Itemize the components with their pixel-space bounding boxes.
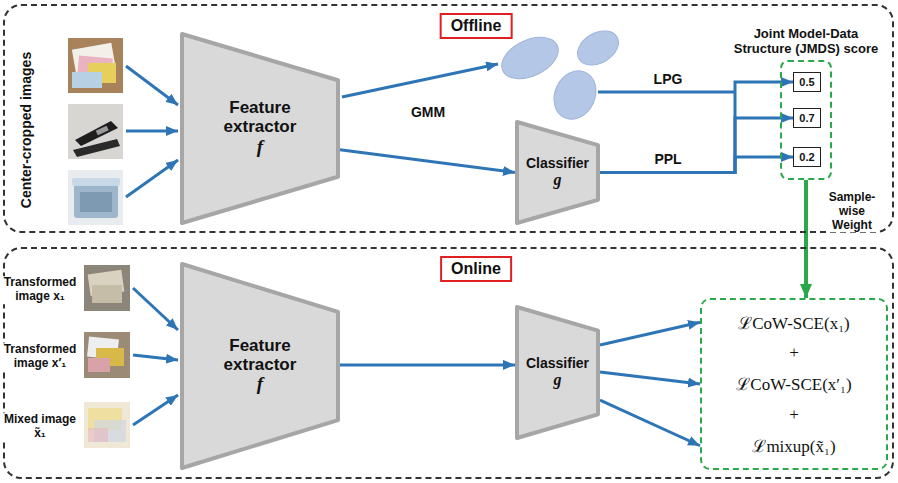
offline-panel: OfflineFeature extractorfClassifiergJoin… (3, 4, 894, 233)
image-label: Transformed image x₁ (0, 276, 80, 304)
photo-transformed (84, 332, 130, 378)
connector-arrow (600, 157, 793, 173)
score-value: 0.5 (799, 76, 814, 88)
panel-tag: Online (440, 256, 512, 282)
online-panel: OnlineFeature extractorfClassifiergℒCoW-… (3, 247, 894, 479)
connector-arrow (600, 400, 700, 446)
block-caption: Feature extractorf (180, 32, 340, 225)
edge-label: PPL (652, 151, 683, 167)
photo-stapler (68, 104, 123, 159)
block-title: Feature extractor (204, 337, 316, 374)
block-title: Classifier (526, 356, 589, 371)
trapezoid-outline (182, 264, 338, 468)
input-arrow (133, 395, 178, 425)
photo-mixed (84, 402, 130, 448)
block-title: Classifier (526, 156, 589, 171)
panel-title: Offline (451, 17, 502, 35)
block-symbol: g (554, 171, 562, 189)
loss-box: ℒCoW-SCE(x₁) + ℒCoW-SCE(x′₁) + ℒmixup(x̃₁) (700, 298, 888, 470)
feature-extractor: Feature extractorf (180, 32, 340, 225)
lpg-line (598, 91, 736, 94)
block-symbol: f (257, 137, 263, 158)
score-value: 0.2 (799, 151, 814, 163)
loss-term: ℒCoW-SCE(x′₁) (736, 372, 851, 395)
input-arrow (126, 66, 178, 105)
photo-cards (68, 38, 123, 93)
connector-arrow (804, 180, 808, 298)
block-symbol: g (554, 371, 562, 389)
score-heading-box: Joint Model-Data Structure (JMDS) score (724, 27, 889, 57)
score-value: 0.7 (799, 112, 814, 124)
image-label: Mixed image x̃₁ (0, 413, 80, 441)
jmds-score-box: Joint Model-Data Structure (JMDS) score0… (780, 60, 832, 180)
input-arrow (126, 160, 178, 197)
connector-arrow (600, 118, 793, 173)
photo-box (68, 170, 123, 225)
input-arrow (126, 130, 178, 133)
connector-arrow (340, 363, 515, 366)
connector-arrow (340, 150, 515, 173)
side-label: Center-cropped images (18, 50, 34, 210)
connector-arrow (600, 82, 793, 173)
photo-transformed (84, 265, 130, 311)
block-caption: Classifierg (515, 305, 600, 440)
loss-term: + (789, 343, 799, 363)
connector-arrow (600, 372, 700, 384)
arrow-label: GMM (409, 104, 447, 120)
panel-tag: Offline (440, 13, 513, 39)
connector-arrow (600, 322, 700, 345)
block-caption: Feature extractorf (180, 262, 340, 470)
input-arrow (133, 288, 178, 330)
edge-label: Sample-wise Weight (827, 191, 878, 232)
gmm-arrow (342, 64, 498, 97)
image-label: Transformed image x′₁ (0, 343, 80, 371)
block-caption: Classifierg (515, 120, 600, 225)
score-cell: 0.7 (793, 108, 821, 128)
score-cell: 0.2 (793, 147, 821, 167)
block-title: Feature extractor (204, 99, 316, 136)
trapezoid-outline (182, 34, 338, 223)
classifier-block: Classifierg (515, 120, 600, 225)
arrow-label: LPG (652, 71, 685, 87)
feature-extractor: Feature extractorf (180, 262, 340, 470)
loss-term: ℒCoW-SCE(x₁) (738, 311, 850, 334)
loss-term: ℒmixup(x̃₁) (752, 434, 835, 457)
trapezoid-outline (517, 122, 598, 223)
classifier-block: Classifierg (515, 305, 600, 440)
score-heading: Joint Model-Data Structure (JMDS) score (724, 27, 889, 57)
input-arrow (133, 355, 178, 360)
block-symbol: f (257, 374, 263, 395)
score-cell: 0.5 (793, 72, 821, 92)
trapezoid-outline (517, 307, 598, 438)
panel-title: Online (451, 260, 501, 278)
gmm-ellipses (495, 24, 624, 126)
loss-term: + (789, 405, 799, 425)
